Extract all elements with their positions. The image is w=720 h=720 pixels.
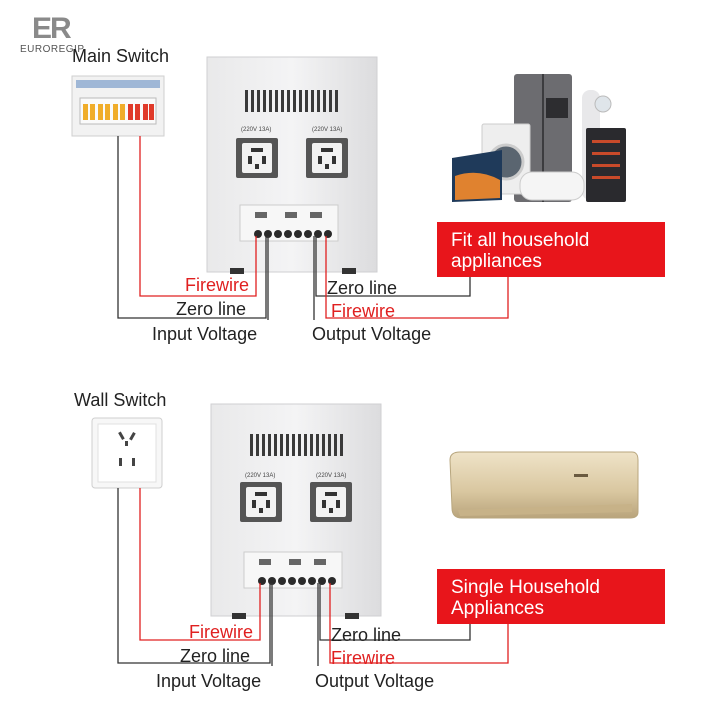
- banner-top: Fit all household appliances: [437, 222, 665, 277]
- zero-in-label: Zero line: [176, 299, 247, 319]
- banner-top-line1: Fit all household: [451, 230, 590, 251]
- zero-out-label-bottom: Zero line: [331, 625, 402, 645]
- logo-mark: ER: [32, 12, 72, 45]
- main-switch-panel: [71, 75, 165, 137]
- socket-left: [236, 138, 278, 178]
- wires-bottom: [117, 488, 509, 666]
- air-conditioner-image: [436, 396, 654, 556]
- output-voltage-label-bottom: Output Voltage: [315, 671, 435, 691]
- output-voltage-label: Output Voltage: [312, 324, 432, 344]
- firewire-out-label: Firewire: [331, 301, 396, 321]
- stabilizer-top: [206, 56, 378, 274]
- logo-text: EUROREGIP: [20, 44, 85, 55]
- socket-right-bottom: [310, 482, 352, 522]
- zero-out-label: Zero line: [327, 278, 398, 298]
- main-switch-label: Main Switch: [72, 46, 170, 66]
- banner-bottom-line1: Single Household: [451, 577, 600, 598]
- banner-bottom-line2: Appliances: [451, 598, 544, 619]
- socket-left-bottom: [240, 482, 282, 522]
- socket-right: [306, 138, 348, 178]
- input-voltage-label-bottom: Input Voltage: [156, 671, 262, 691]
- firewire-in-label-bottom: Firewire: [189, 622, 254, 642]
- wires-top: [117, 136, 509, 320]
- vent-grille-bottom: [250, 434, 343, 456]
- vent-grille: [245, 90, 338, 112]
- firewire-out-label-bottom: Firewire: [331, 648, 396, 668]
- rating-left: (220V 13A): [241, 127, 272, 133]
- rating-right-bottom: (220V 13A): [316, 473, 347, 479]
- brand-logo: ER EUROREGIP: [20, 12, 120, 62]
- household-appliances-image: [437, 52, 655, 222]
- rating-left-bottom: (220V 13A): [245, 473, 276, 479]
- input-voltage-label: Input Voltage: [152, 324, 258, 344]
- wall-switch: [91, 417, 163, 489]
- wall-switch-label: Wall Switch: [74, 390, 167, 410]
- zero-in-label-bottom: Zero line: [180, 646, 251, 666]
- firewire-in-label: Firewire: [185, 275, 250, 295]
- stabilizer-bottom: [210, 403, 382, 619]
- rating-right: (220V 13A): [312, 127, 343, 133]
- banner-top-line2: appliances: [451, 251, 542, 272]
- banner-bottom: Single Household Appliances: [437, 569, 665, 624]
